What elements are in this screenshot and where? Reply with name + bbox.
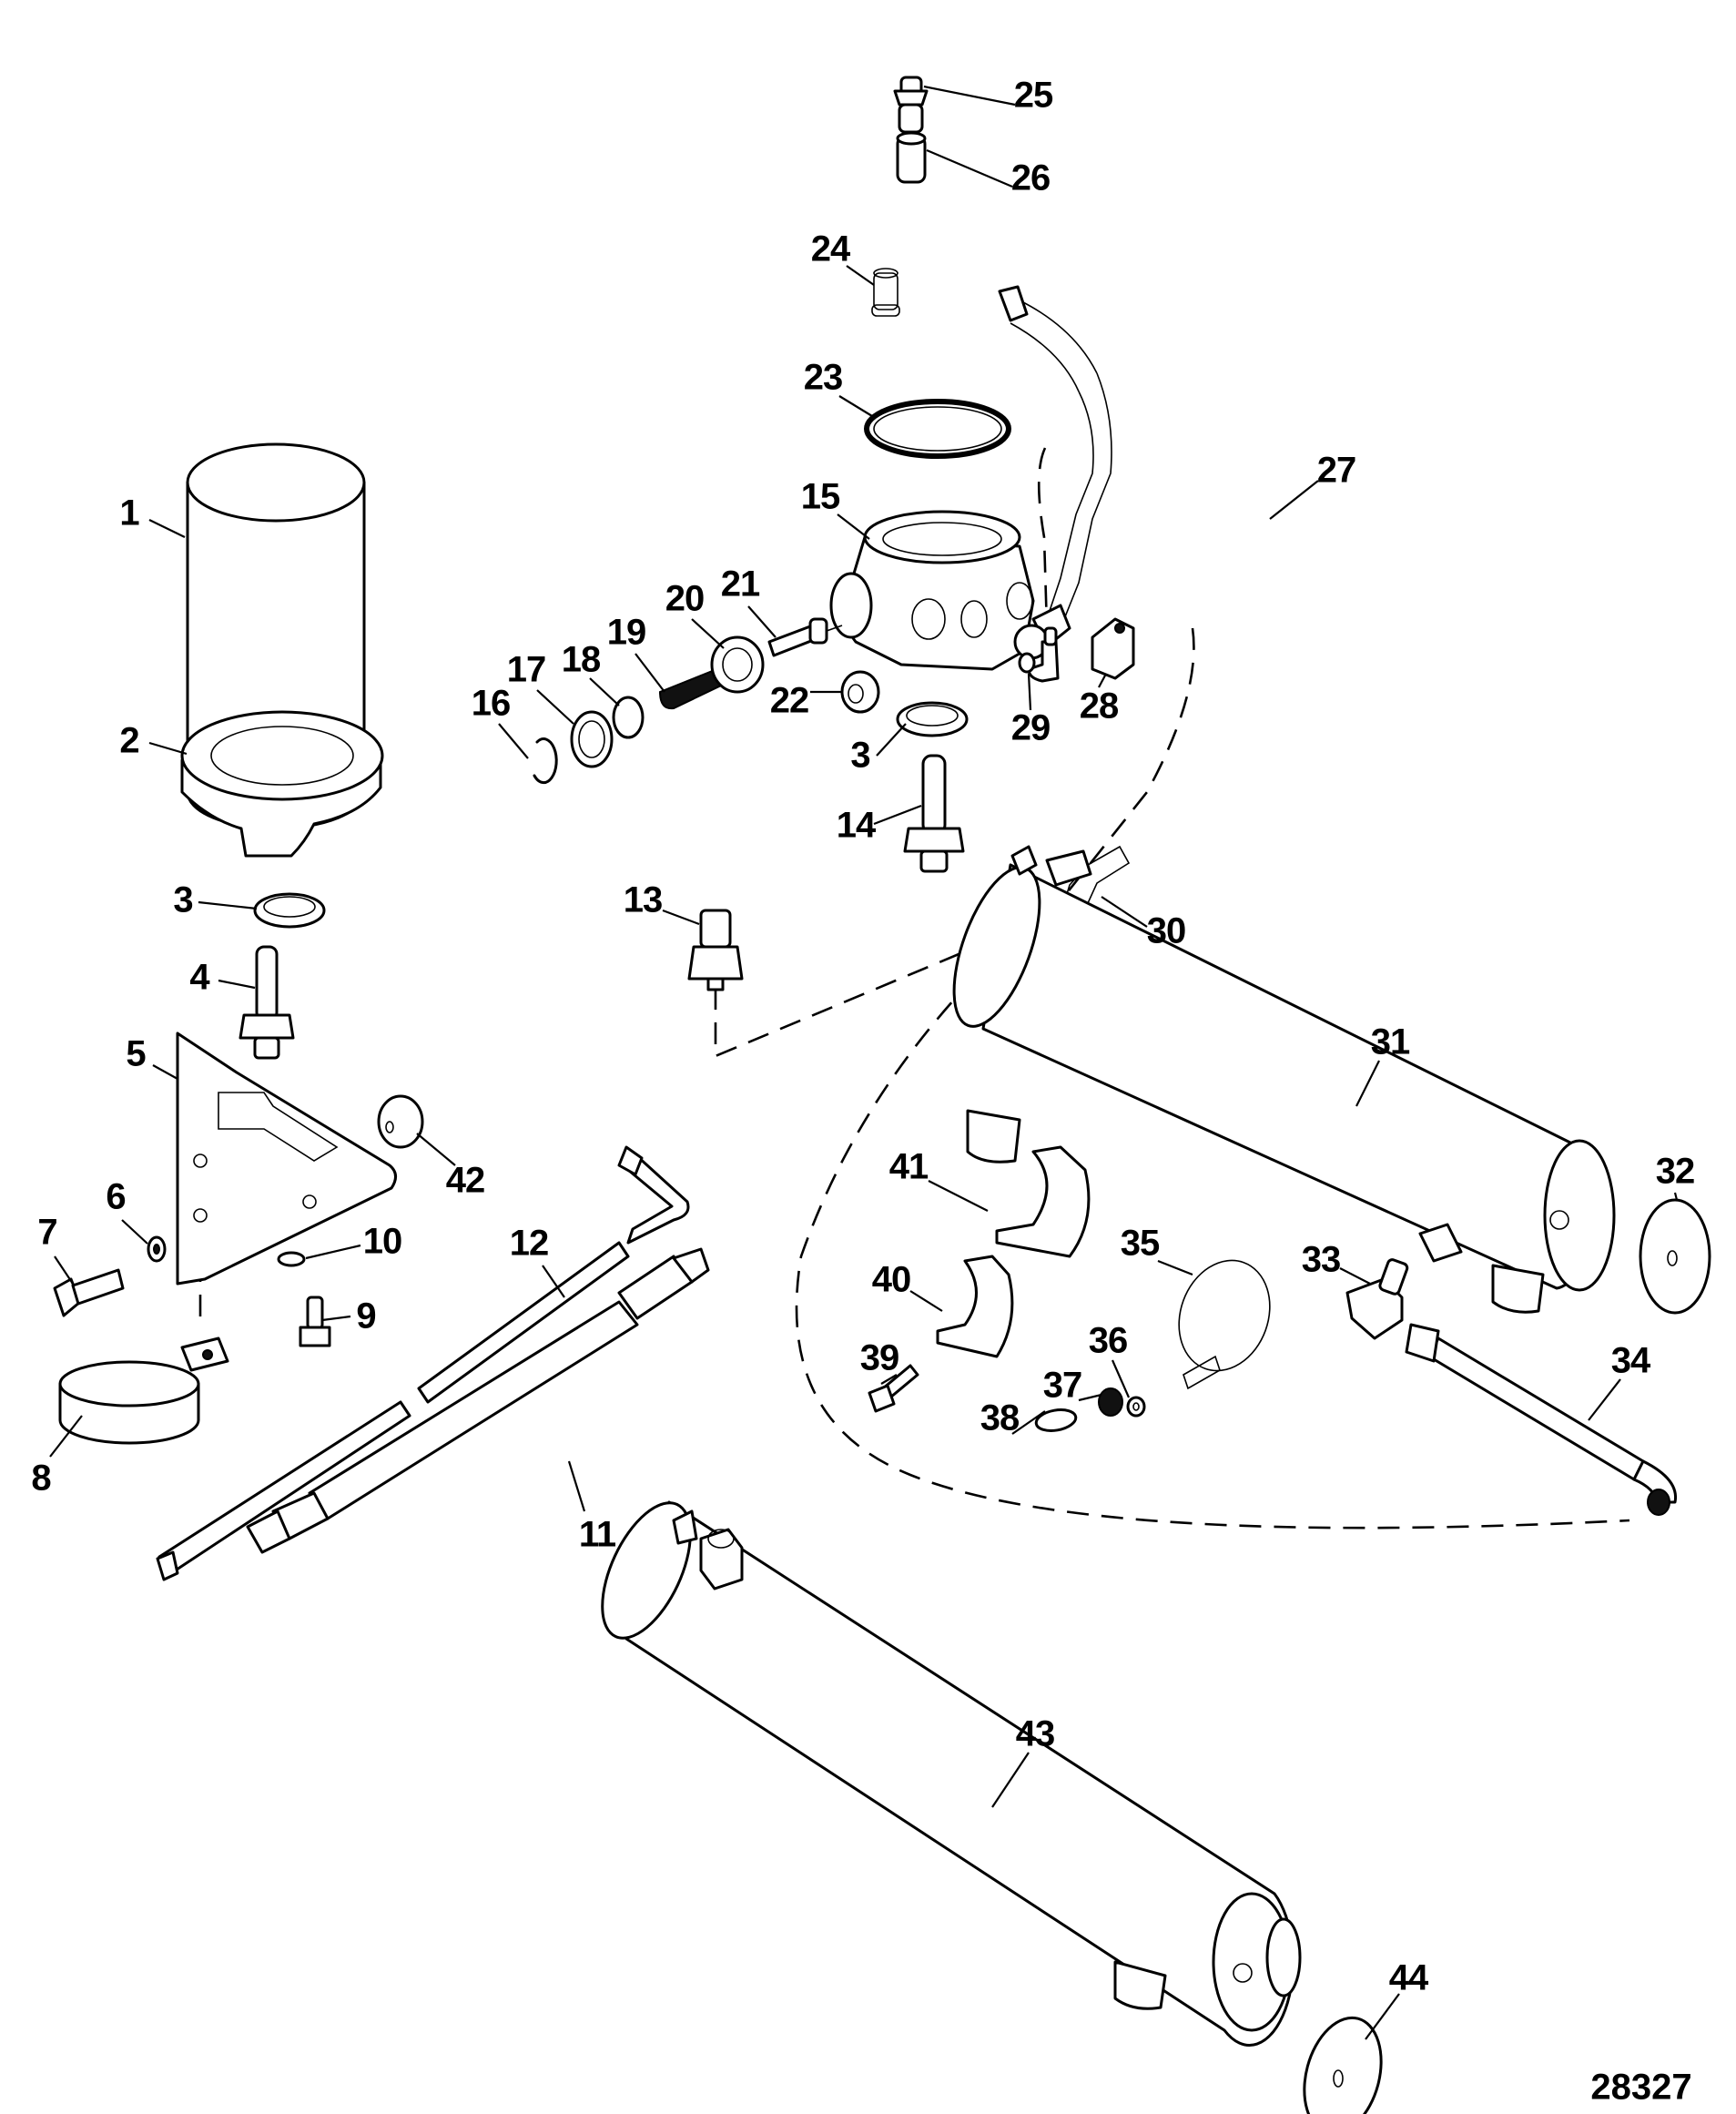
callout-32: 32	[1656, 1152, 1695, 1192]
part-29-elbow-fitting[interactable]	[1018, 626, 1060, 683]
callout-7: 7	[37, 1213, 56, 1253]
part-15-filter-housing[interactable]	[829, 510, 1035, 671]
part-43-cooler[interactable]	[584, 1489, 1302, 2047]
callout-25: 25	[1014, 76, 1053, 116]
figure-number: 28327	[1590, 2068, 1691, 2108]
callout-21: 21	[721, 564, 760, 605]
callout-40: 40	[872, 1260, 911, 1300]
part-37-nut[interactable]	[1098, 1387, 1123, 1417]
callout-labels: 1 2 3 4 5 6 7 8 9 10 11 12 13 14 15 16 1…	[31, 76, 1695, 2108]
callout-27: 27	[1317, 451, 1356, 491]
callout-18: 18	[562, 640, 601, 680]
callout-6: 6	[106, 1177, 125, 1217]
part-24-screen[interactable]	[871, 268, 900, 317]
part-23-o-ring[interactable]	[864, 399, 1011, 459]
part-3-seal-ring-right[interactable]	[896, 701, 969, 737]
callout-12: 12	[510, 1224, 549, 1264]
callout-3-right: 3	[850, 736, 869, 776]
callout-26: 26	[1011, 158, 1051, 198]
part-38-clip[interactable]	[1034, 1407, 1078, 1433]
part-44-end-gasket[interactable]	[1293, 2009, 1394, 2114]
part-2-filter-base[interactable]	[180, 710, 384, 858]
callout-19: 19	[607, 613, 646, 653]
callout-43: 43	[1016, 1714, 1055, 1754]
part-8-clamp-band[interactable]	[58, 1336, 229, 1445]
part-35-clamp[interactable]	[1164, 1247, 1285, 1390]
callout-15: 15	[801, 477, 840, 517]
part-9-screw[interactable]	[299, 1296, 331, 1347]
callout-29: 29	[1011, 708, 1051, 748]
callout-4: 4	[189, 958, 210, 998]
callout-3-left: 3	[173, 880, 192, 920]
callout-44: 44	[1389, 1958, 1429, 1998]
part-7-bolt[interactable]	[53, 1268, 125, 1317]
callout-22: 22	[770, 681, 809, 721]
callout-5: 5	[126, 1034, 146, 1074]
part-3-seal-ring-left[interactable]	[253, 892, 326, 929]
part-11-hose-assembly[interactable]	[246, 1247, 710, 1554]
part-5-mounting-bracket[interactable]	[176, 1032, 397, 1286]
callout-23: 23	[804, 358, 843, 398]
part-32-end-gasket[interactable]	[1639, 1198, 1711, 1315]
part-27-hose[interactable]	[998, 285, 1112, 660]
callout-10: 10	[363, 1222, 402, 1262]
part-40-bracket-strap[interactable]	[936, 1255, 1014, 1358]
leader-lines	[49, 85, 1679, 2040]
part-22-plug[interactable]	[840, 670, 880, 714]
part-36-washer[interactable]	[1126, 1396, 1146, 1418]
part-10-washer[interactable]	[277, 1251, 306, 1267]
callout-39: 39	[860, 1338, 899, 1378]
callout-28: 28	[1080, 686, 1119, 727]
part-42-spacer[interactable]	[377, 1094, 424, 1149]
part-6-washer[interactable]	[147, 1235, 167, 1263]
part-41-bracket-strap[interactable]	[995, 1145, 1091, 1258]
callout-11: 11	[579, 1515, 616, 1555]
callout-30: 30	[1147, 911, 1186, 951]
part-26-sleeve[interactable]	[896, 131, 927, 184]
part-12-hose-line[interactable]	[156, 1145, 690, 1581]
callout-17: 17	[507, 650, 546, 690]
callout-34: 34	[1611, 1341, 1651, 1381]
callout-33: 33	[1302, 1240, 1341, 1280]
callout-16: 16	[472, 684, 511, 724]
callout-14: 14	[837, 806, 877, 846]
callout-1: 1	[119, 493, 139, 534]
part-31-cooler[interactable]	[937, 845, 1616, 1314]
part-14-hose-fitting[interactable]	[903, 754, 965, 873]
callout-13: 13	[624, 880, 663, 920]
part-13-sensor[interactable]	[687, 909, 744, 991]
part-16-retaining-ring[interactable]	[533, 737, 558, 785]
callout-8: 8	[31, 1458, 51, 1499]
part-17-plug[interactable]	[570, 710, 614, 768]
part-4-hose-fitting[interactable]	[239, 945, 295, 1060]
part-18-o-ring[interactable]	[612, 696, 645, 739]
callout-31: 31	[1371, 1022, 1410, 1062]
callout-20: 20	[665, 579, 705, 619]
callout-41: 41	[889, 1147, 929, 1187]
part-34-hose-assembly[interactable]	[1405, 1323, 1678, 1516]
callout-36: 36	[1089, 1321, 1128, 1361]
callout-37: 37	[1043, 1366, 1082, 1406]
part-33-elbow-fitting[interactable]	[1345, 1258, 1409, 1340]
part-21-valve[interactable]	[767, 617, 843, 657]
callout-9: 9	[356, 1296, 375, 1336]
callout-42: 42	[446, 1161, 485, 1201]
part-39-screw[interactable]	[868, 1364, 919, 1413]
callout-24: 24	[811, 229, 851, 269]
callout-38: 38	[980, 1398, 1020, 1438]
part-20-seal[interactable]	[710, 635, 765, 694]
callout-35: 35	[1121, 1224, 1160, 1264]
part-28-elbow-block[interactable]	[1091, 617, 1135, 680]
callout-2: 2	[119, 721, 138, 761]
part-25-fitting[interactable]	[893, 76, 929, 134]
